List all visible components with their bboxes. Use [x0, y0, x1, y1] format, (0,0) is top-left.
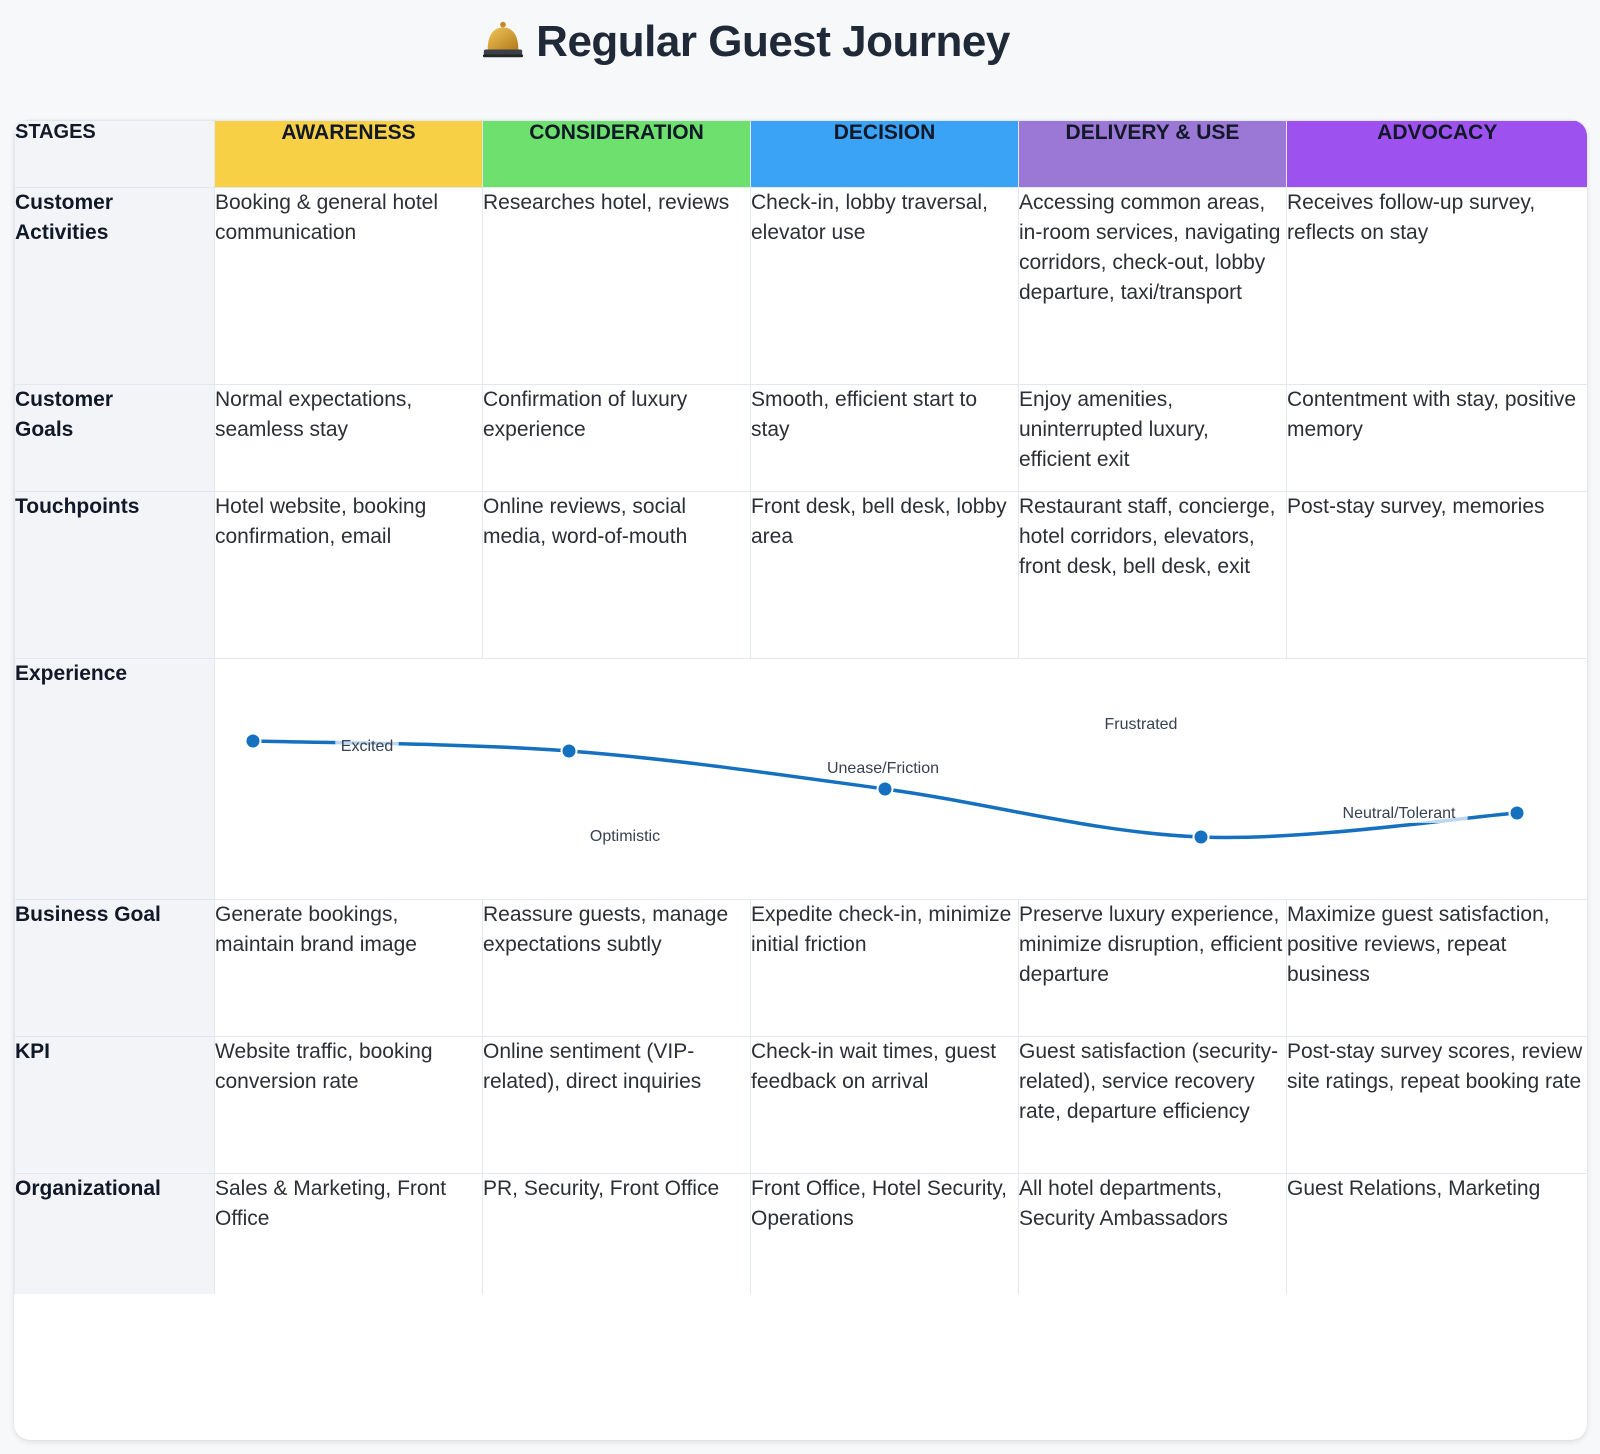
row-label-kpi: KPI: [14, 1036, 215, 1174]
row-label-customer-activities: Customer Activities: [14, 187, 215, 385]
cell-kpi-consideration: Online sentiment (VIP-related), direct i…: [482, 1036, 751, 1174]
emotion-label: Excited: [341, 738, 393, 755]
row-label-experience: Experience: [14, 658, 215, 900]
emotion-label: Frustrated: [1105, 716, 1178, 733]
emotion-label: Neutral/Tolerant: [1343, 805, 1457, 822]
stage-advocacy: ADVOCACY: [1286, 120, 1587, 188]
cell-org-awareness: Sales & Marketing, Front Office: [214, 1173, 483, 1294]
cell-kpi-awareness: Website traffic, booking conversion rate: [214, 1036, 483, 1174]
row-customer-goals: Customer Goals Normal expectations, seam…: [14, 384, 1587, 492]
cell-kpi-decision: Check-in wait times, guest feedback on a…: [750, 1036, 1019, 1174]
journey-map: STAGES AWARENESS CONSIDERATION DECISION …: [14, 120, 1587, 1440]
row-label-line: Customer: [15, 191, 114, 214]
row-label-line: Activities: [15, 221, 109, 244]
experience-point: [244, 732, 262, 750]
row-touchpoints: Touchpoints Hotel website, booking confi…: [14, 491, 1587, 659]
cell-activities-awareness: Booking & general hotel communication: [214, 187, 483, 385]
stage-consideration: CONSIDERATION: [482, 120, 751, 188]
cell-touchpoints-awareness: Hotel website, booking confirmation, ema…: [214, 491, 483, 659]
stage-decision: DECISION: [750, 120, 1019, 188]
stages-label: STAGES: [14, 120, 215, 188]
page-title-text: Regular Guest Journey: [536, 17, 1010, 66]
cell-bgoal-awareness: Generate bookings, maintain brand image: [214, 899, 483, 1037]
cell-org-delivery: All hotel departments, Security Ambassad…: [1018, 1173, 1287, 1294]
cell-activities-advocacy: Receives follow-up survey, reflects on s…: [1286, 187, 1587, 385]
experience-point: [560, 742, 578, 760]
cell-bgoal-consideration: Reassure guests, manage expectations sub…: [482, 899, 751, 1037]
row-customer-activities: Customer Activities Booking & general ho…: [14, 187, 1587, 385]
row-kpi: KPI Website traffic, booking conversion …: [14, 1036, 1587, 1174]
cell-org-decision: Front Office, Hotel Security, Operations: [750, 1173, 1019, 1294]
stage-delivery-use: DELIVERY & USE: [1018, 120, 1287, 188]
cell-goals-consideration: Confirmation of luxury experience: [482, 384, 751, 492]
cell-org-consideration: PR, Security, Front Office: [482, 1173, 751, 1294]
bell-icon: [483, 21, 524, 58]
experience-point: [876, 780, 894, 798]
row-label-customer-goals: Customer Goals: [14, 384, 215, 492]
emotion-label: Unease/Friction: [827, 760, 939, 777]
journey-table: STAGES AWARENESS CONSIDERATION DECISION …: [14, 120, 1587, 1294]
emotion-label-bg: [1097, 714, 1185, 734]
row-label-line: Customer: [15, 388, 114, 411]
emotion-label-bg: [581, 826, 669, 846]
experience-point: [1508, 804, 1526, 822]
row-label-organizational: Organizational: [14, 1173, 215, 1294]
cell-activities-consideration: Researches hotel, reviews: [482, 187, 751, 385]
emotion-label-bg: [818, 758, 948, 778]
stages-header-row: STAGES AWARENESS CONSIDERATION DECISION …: [14, 120, 1587, 188]
cell-bgoal-decision: Expedite check-in, minimize initial fric…: [750, 899, 1019, 1037]
emotion-label: Optimistic: [590, 828, 660, 845]
cell-activities-delivery: Accessing common areas, in-room services…: [1018, 187, 1287, 385]
cell-kpi-advocacy: Post-stay survey scores, review site rat…: [1286, 1036, 1587, 1174]
row-label-touchpoints: Touchpoints: [14, 491, 215, 659]
cell-activities-decision: Check-in, lobby traversal, elevator use: [750, 187, 1019, 385]
stage-awareness: AWARENESS: [214, 120, 483, 188]
cell-bgoal-delivery: Preserve luxury experience, minimize dis…: [1018, 899, 1287, 1037]
cell-org-advocacy: Guest Relations, Marketing: [1286, 1173, 1587, 1294]
row-business-goal: Business Goal Generate bookings, maintai…: [14, 899, 1587, 1037]
cell-goals-advocacy: Contentment with stay, positive memory: [1286, 384, 1587, 492]
row-organizational: Organizational Sales & Marketing, Front …: [14, 1173, 1587, 1294]
emotion-label-bg: [335, 736, 399, 756]
experience-point: [1192, 828, 1210, 846]
cell-touchpoints-advocacy: Post-stay survey, memories: [1286, 491, 1587, 659]
cell-kpi-delivery: Guest satisfaction (security-related), s…: [1018, 1036, 1287, 1174]
cell-touchpoints-consideration: Online reviews, social media, word-of-mo…: [482, 491, 751, 659]
cell-goals-decision: Smooth, efficient start to stay: [750, 384, 1019, 492]
title-bar: Regular Guest Journey: [0, 0, 1600, 90]
cell-touchpoints-decision: Front desk, bell desk, lobby area: [750, 491, 1019, 659]
row-label-line: Goals: [15, 418, 74, 441]
cell-touchpoints-delivery: Restaurant staff, concierge, hotel corri…: [1018, 491, 1287, 659]
emotion-label-bg: [1330, 803, 1468, 823]
cell-goals-delivery: Enjoy amenities, uninterrupted luxury, e…: [1018, 384, 1287, 492]
page-title: Regular Guest Journey: [0, 16, 1490, 67]
row-label-business-goal: Business Goal: [14, 899, 215, 1037]
cell-bgoal-advocacy: Maximize guest satisfaction, positive re…: [1286, 899, 1587, 1037]
cell-goals-awareness: Normal expectations, seamless stay: [214, 384, 483, 492]
